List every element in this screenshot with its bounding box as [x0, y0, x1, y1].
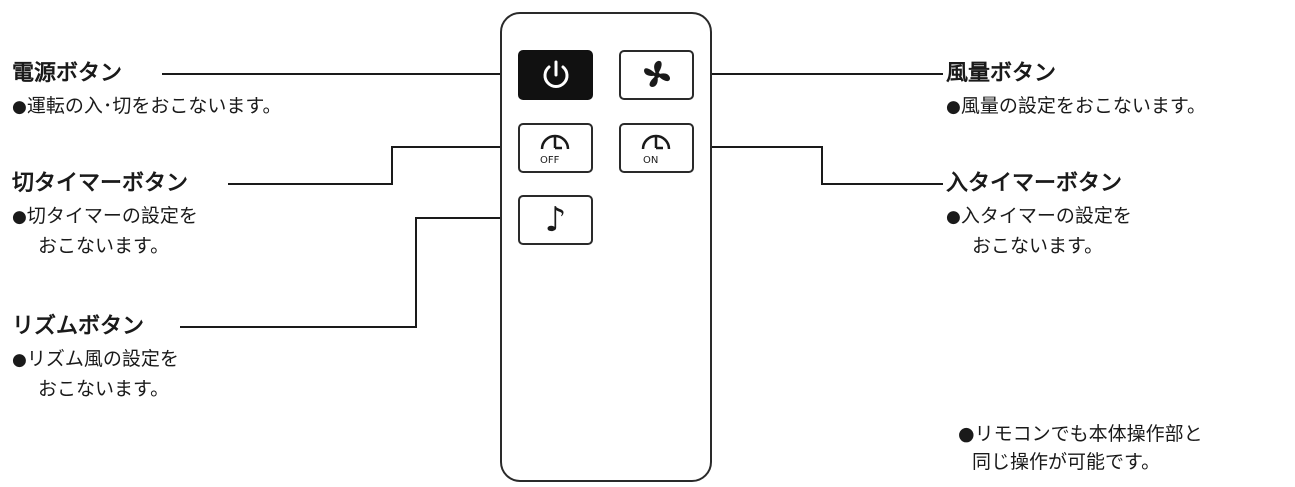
off-timer-button-desc: ●切タイマーの設定を おこないます。	[12, 205, 198, 257]
rhythm-button-desc: ●リズム風の設定を おこないます。	[12, 348, 179, 400]
music-note-icon: ♪	[544, 200, 567, 240]
power-button-title: 電源ボタン	[12, 61, 123, 86]
fan-speed-button-desc: ●風量の設定をおこないます。	[946, 95, 1206, 117]
remote-control: OFF ON ♪	[500, 12, 712, 482]
off-timer-leader-line	[228, 146, 522, 185]
remote-note: ●リモコンでも本体操作部と 同じ操作が可能です。	[958, 423, 1203, 473]
power-icon	[543, 60, 568, 88]
on-timer-leader-line	[694, 146, 943, 185]
svg-text:ON: ON	[643, 155, 658, 166]
rhythm-leader-line	[180, 217, 522, 328]
power-button[interactable]	[518, 50, 593, 100]
fan-speed-button-title: 風量ボタン	[946, 61, 1057, 86]
off-timer-button-title: 切タイマーボタン	[12, 171, 189, 196]
off-timer-icon: OFF	[540, 134, 569, 166]
on-timer-button[interactable]: ON	[619, 123, 694, 173]
on-timer-icon: ON	[641, 134, 670, 166]
on-timer-button-title: 入タイマーボタン	[946, 171, 1123, 196]
rhythm-button-title: リズムボタン	[12, 314, 145, 339]
fan-icon	[643, 60, 670, 87]
fan-button[interactable]	[619, 50, 694, 100]
rhythm-button[interactable]: ♪	[518, 195, 593, 245]
off-timer-button[interactable]: OFF	[518, 123, 593, 173]
power-button-desc: ●運転の入･切をおこないます。	[12, 95, 282, 117]
svg-text:OFF: OFF	[540, 155, 560, 166]
on-timer-button-desc: ●入タイマーの設定を おこないます。	[946, 205, 1132, 257]
